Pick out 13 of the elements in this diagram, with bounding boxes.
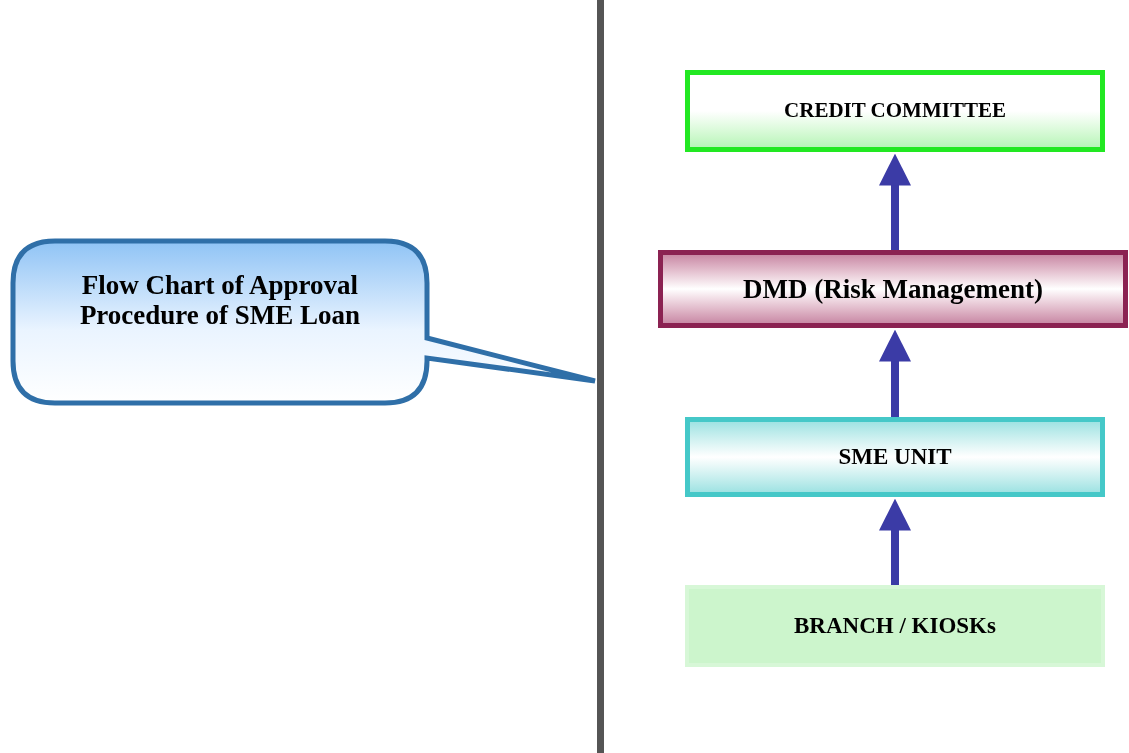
box-label: BRANCH / KIOSKs: [794, 611, 996, 640]
callout-bubble: [10, 238, 598, 406]
box-label: SME UNIT: [838, 442, 952, 471]
process-box: [685, 417, 1105, 497]
box-label: DMD (Risk Management): [743, 272, 1043, 306]
box-label: CREDIT COMMITTEE: [784, 97, 1006, 125]
callout-text: Flow Chart of Approval Procedure of SME Loan: [78, 270, 362, 330]
arrow: [879, 153, 911, 250]
process-box: [685, 70, 1105, 152]
process-box: [658, 250, 1128, 328]
arrow: [879, 498, 911, 585]
process-box: [685, 585, 1105, 667]
arrow: [879, 329, 911, 417]
